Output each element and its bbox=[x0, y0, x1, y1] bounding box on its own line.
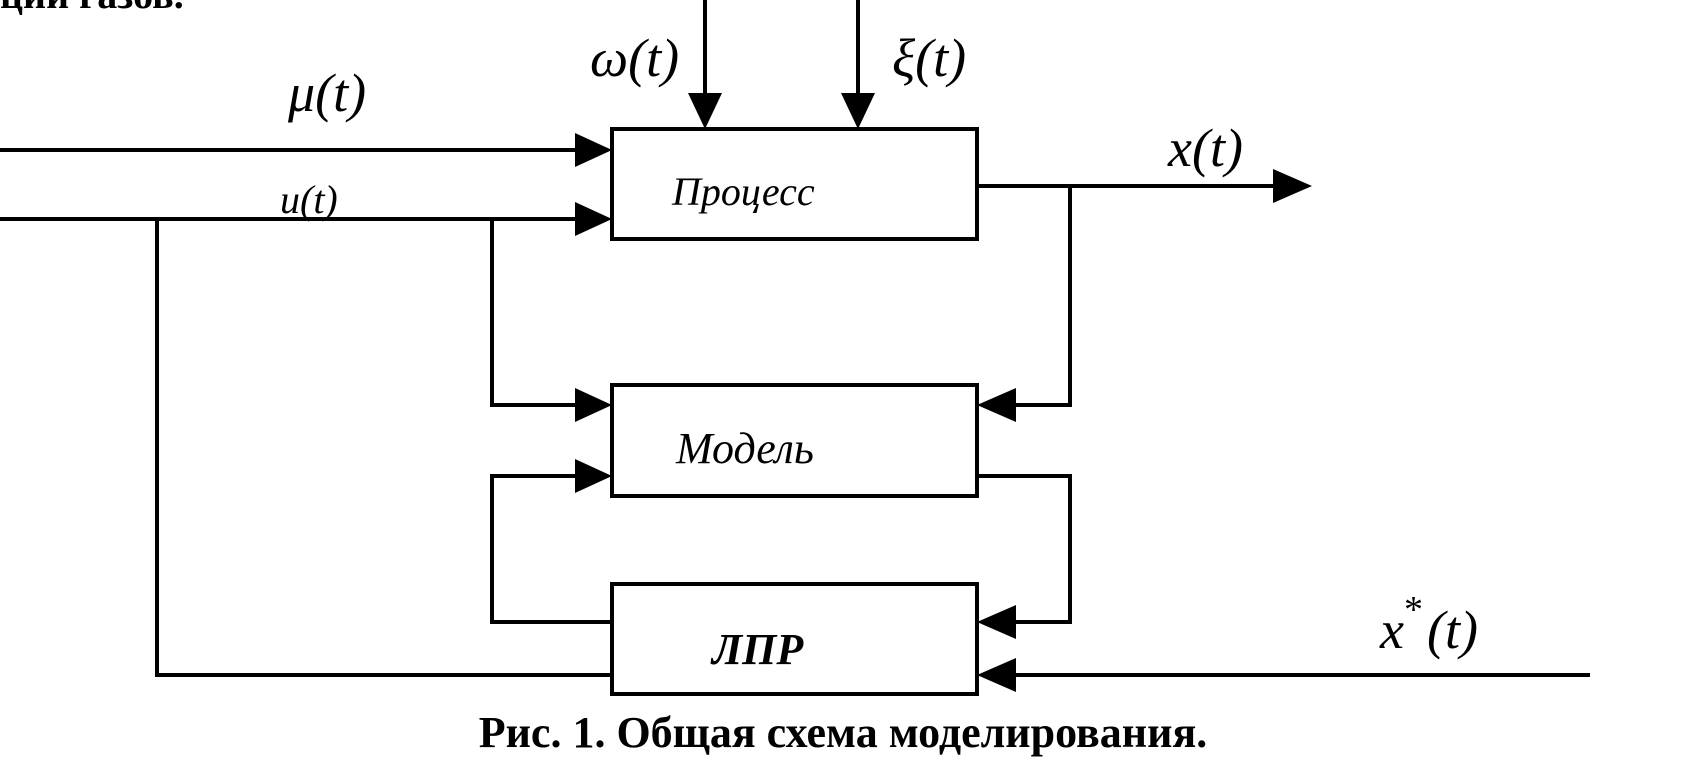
process-box bbox=[610, 127, 979, 241]
model-block: Модель bbox=[610, 383, 979, 498]
omega-label: ω(t) bbox=[590, 28, 679, 88]
header-text-fragment: ции газов. bbox=[0, 0, 184, 17]
dm-right-bottom-arrow-icon bbox=[977, 658, 1016, 692]
figure-caption: Рис. 1. Общая схема моделирования. bbox=[479, 708, 1208, 757]
dm-to-u-line bbox=[155, 219, 612, 677]
model-right-arrow-icon bbox=[977, 388, 1016, 422]
mu-arrow-icon bbox=[575, 133, 612, 167]
model-left-bottom-arrow-icon bbox=[575, 459, 612, 493]
x-star-label: x*(t) bbox=[1379, 589, 1478, 660]
arrowheads bbox=[575, 93, 1312, 692]
xi-arrow-icon bbox=[841, 93, 875, 129]
signal-labels: ω(t) ξ(t) μ(t) u(t) x(t) x*(t) bbox=[280, 28, 1478, 660]
dm-block: ЛПР bbox=[610, 582, 979, 696]
dm-label: ЛПР bbox=[710, 625, 804, 674]
xi-label: ξ(t) bbox=[892, 28, 966, 88]
process-block: Процесс bbox=[610, 127, 979, 241]
dm-to-model-line bbox=[490, 474, 612, 624]
model-label: Модель bbox=[675, 424, 814, 473]
mu-label: μ(t) bbox=[287, 63, 366, 123]
omega-arrow-icon bbox=[688, 93, 722, 129]
x-star-superscript: * bbox=[1404, 589, 1423, 631]
x-star-argument: (t) bbox=[1427, 600, 1478, 660]
x-output-arrow-icon bbox=[1273, 169, 1312, 203]
u-label: u(t) bbox=[280, 177, 338, 222]
u-to-model-line bbox=[490, 219, 580, 407]
x-label: x(t) bbox=[1167, 118, 1243, 178]
x-to-model-line bbox=[1016, 186, 1072, 407]
dm-box bbox=[610, 582, 979, 696]
model-to-dm-line bbox=[977, 474, 1072, 624]
model-box bbox=[610, 383, 979, 498]
dm-right-top-arrow-icon bbox=[977, 605, 1016, 639]
x-star-base: x bbox=[1379, 600, 1404, 660]
connectors bbox=[0, 0, 1590, 677]
process-label: Процесс bbox=[671, 169, 815, 214]
u-arrow-icon bbox=[575, 202, 612, 236]
model-left-top-arrow-icon bbox=[575, 388, 612, 422]
